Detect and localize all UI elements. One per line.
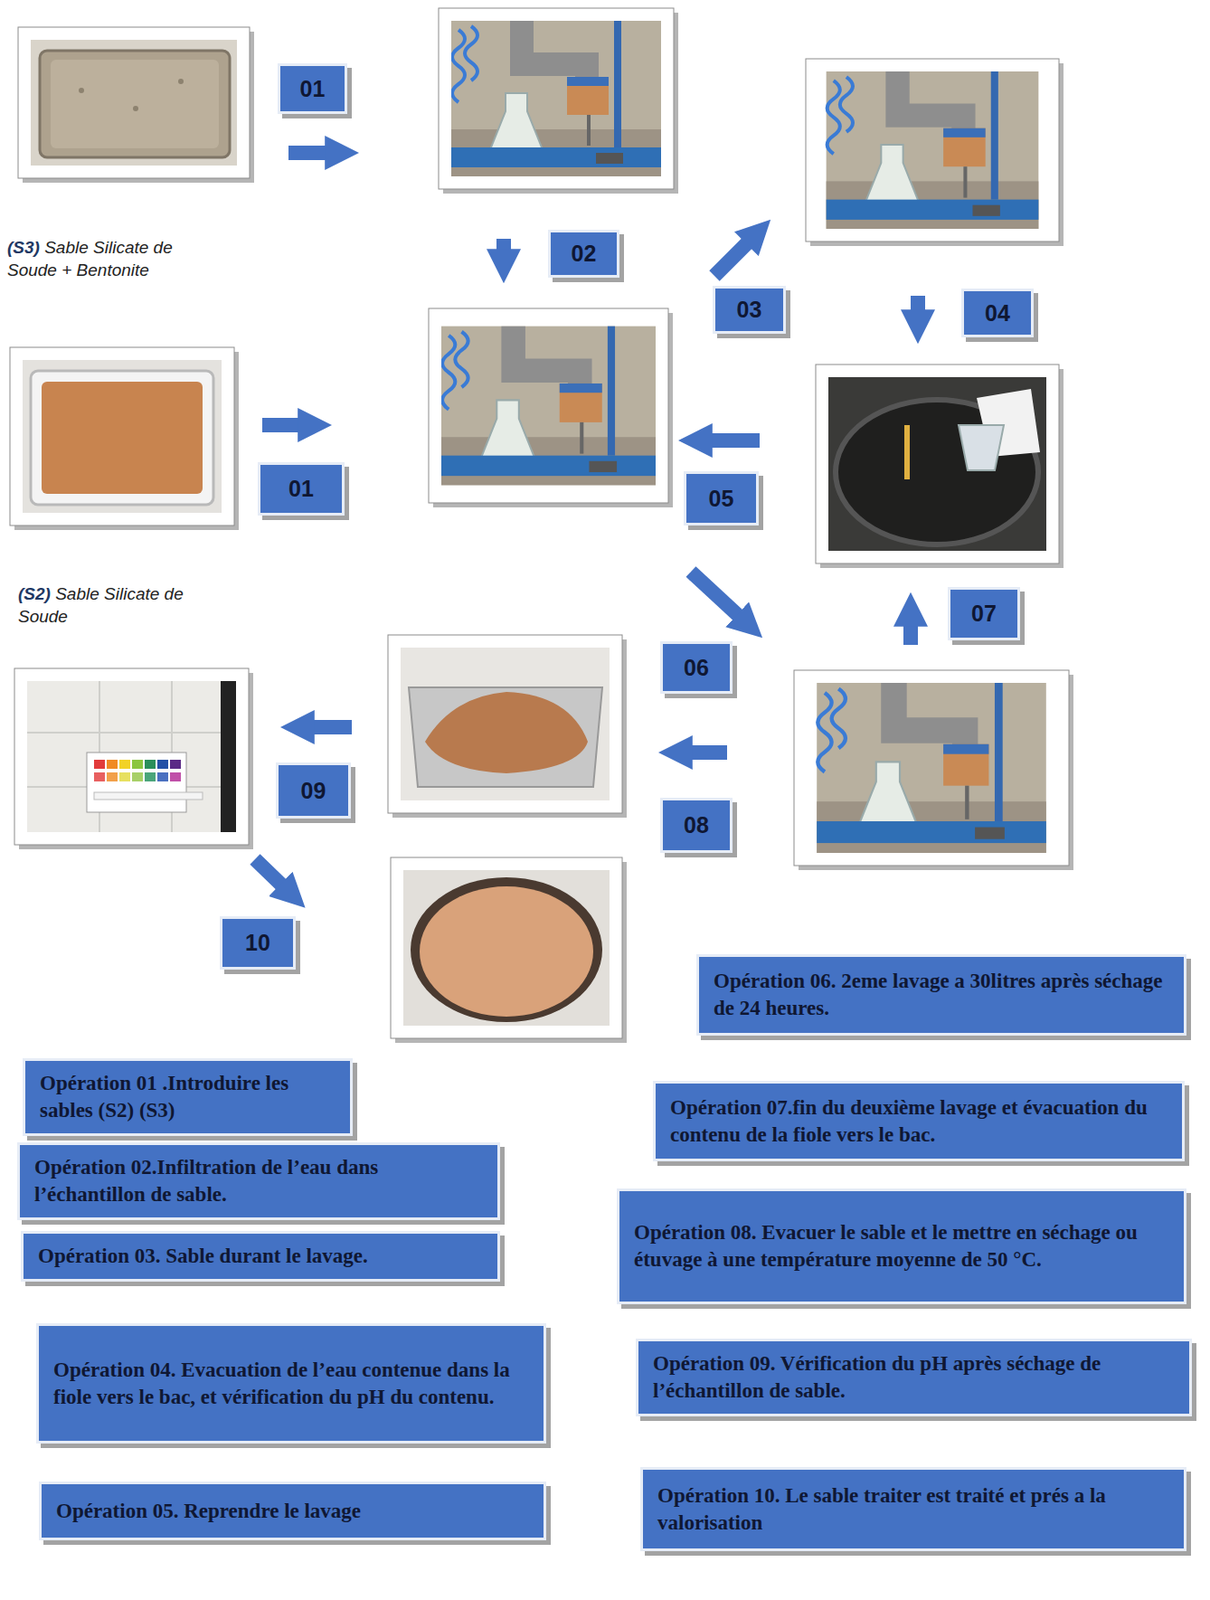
step-number: 09 — [301, 777, 327, 804]
step-number: 02 — [571, 240, 597, 267]
step-number-box: 05 — [683, 471, 759, 526]
photo-apparatus — [451, 20, 662, 177]
step-number-box: 01 — [257, 462, 345, 516]
step-number-box: 03 — [712, 285, 786, 334]
step-number: 07 — [971, 600, 997, 627]
operation-text: Opération 03. Sable durant le lavage. — [37, 1242, 369, 1270]
operation-box: Opération 07.fin du deuxième lavage et é… — [652, 1080, 1185, 1162]
operation-box: Opération 01 .Introduire les sables (S2)… — [22, 1058, 353, 1136]
operation-text: Opération 09. Vérification du pH après s… — [652, 1350, 1175, 1405]
flow-arrows — [255, 152, 918, 887]
sample-caption: (S3) Sable Silicate de Soude + Bentonite — [7, 236, 214, 282]
step-number-box: 08 — [660, 797, 733, 853]
operation-text: Opération 07.fin du deuxième lavage et é… — [670, 1094, 1168, 1149]
step-number: 01 — [300, 75, 326, 103]
step-number-box: 04 — [961, 288, 1034, 338]
operation-text: Opération 08. Evacuer le sable et le met… — [633, 1219, 1170, 1274]
photo-apparatus — [441, 326, 656, 486]
operation-box: Opération 06. 2eme lavage a 30litres apr… — [696, 954, 1187, 1036]
operation-text: Opération 02.Infiltration de l’eau dans … — [34, 1153, 483, 1209]
photo-treated-sand — [403, 869, 610, 1026]
operation-text: Opération 04. Evacuation de l’eau conten… — [53, 1356, 530, 1411]
step-number-box: 09 — [275, 762, 351, 819]
operation-box: Opération 10. Le sable traiter est trait… — [640, 1466, 1187, 1551]
step-number: 08 — [683, 812, 709, 839]
photo-apparatus — [816, 682, 1047, 853]
operation-text: Opération 06. 2eme lavage a 30litres apr… — [713, 967, 1170, 1022]
photo-tank — [828, 377, 1047, 551]
step-number-box: 02 — [548, 229, 620, 278]
step-number: 04 — [984, 300, 1011, 327]
step-number: 01 — [288, 475, 314, 502]
step-number: 06 — [683, 654, 709, 681]
step-number: 05 — [708, 485, 735, 512]
step-number-box: 06 — [660, 641, 733, 694]
photo-sand-s2 — [22, 359, 222, 513]
photo-apparatus — [826, 71, 1040, 229]
operation-text: Opération 01 .Introduire les sables (S2)… — [39, 1069, 336, 1125]
operation-box: Opération 05. Reprendre le lavage — [38, 1481, 547, 1541]
photo-sand-s3 — [30, 39, 237, 166]
operation-box: Opération 02.Infiltration de l’eau dans … — [17, 1142, 501, 1220]
photo-ph-strip — [27, 680, 237, 832]
operation-box: Opération 04. Evacuation de l’eau conten… — [36, 1323, 547, 1444]
photo-dried-sand — [400, 647, 610, 801]
step-number: 03 — [737, 296, 763, 323]
operation-text: Opération 05. Reprendre le lavage — [56, 1497, 361, 1525]
step-number: 10 — [245, 929, 271, 956]
operation-box: Opération 08. Evacuer le sable et le met… — [616, 1188, 1187, 1305]
operation-box: Opération 09. Vérification du pH après s… — [635, 1338, 1192, 1417]
sample-code: (S2) — [18, 584, 51, 604]
step-number-box: 07 — [947, 586, 1021, 641]
step-number-box: 10 — [219, 916, 296, 970]
step-number-box: 01 — [277, 63, 348, 114]
sample-caption: (S2) Sable Silicate de Soude — [18, 583, 225, 628]
operation-text: Opération 10. Le sable traiter est trait… — [657, 1482, 1170, 1537]
sample-code: (S3) — [7, 237, 40, 257]
photo-frames — [9, 8, 1074, 1043]
operation-box: Opération 03. Sable durant le lavage. — [20, 1230, 501, 1282]
